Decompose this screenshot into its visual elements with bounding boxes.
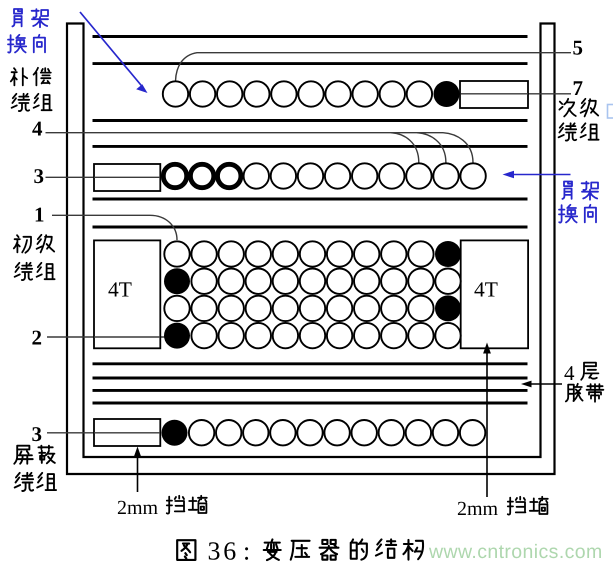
svg-text:3: 3 <box>34 164 45 188</box>
svg-text:3: 3 <box>32 422 43 446</box>
svg-text:2mm: 2mm <box>117 497 159 519</box>
svg-text:4T: 4T <box>108 278 132 302</box>
svg-text::: : <box>243 537 250 566</box>
svg-text:36: 36 <box>208 537 240 566</box>
svg-text:1: 1 <box>34 203 45 227</box>
svg-text:4T: 4T <box>474 278 498 302</box>
svg-text:4: 4 <box>32 117 43 141</box>
svg-text:2: 2 <box>32 326 43 350</box>
svg-text:7: 7 <box>573 76 584 100</box>
svg-text:www.cntronics.com: www.cntronics.com <box>428 541 603 563</box>
svg-text:2mm: 2mm <box>457 498 499 520</box>
svg-text:5: 5 <box>573 36 584 60</box>
svg-text:4: 4 <box>564 361 575 385</box>
